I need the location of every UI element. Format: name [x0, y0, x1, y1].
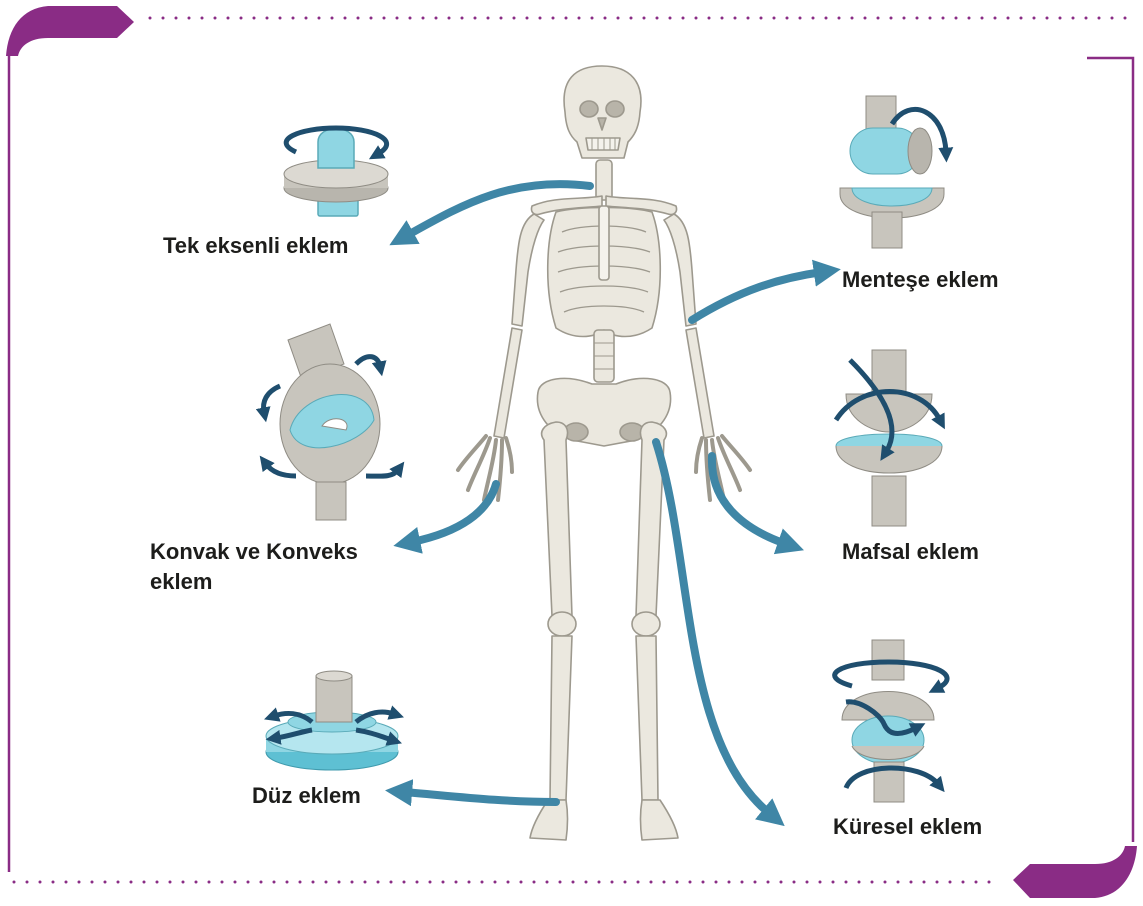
label-mentese-eklem: Menteşe eklem [842, 265, 999, 295]
label-mafsal-eklem: Mafsal eklem [842, 537, 979, 567]
frame-tab-top-left [6, 6, 134, 56]
foot-right [641, 800, 679, 840]
arrow-to-duz [404, 792, 556, 802]
forearm-left [494, 328, 522, 438]
frame-tab-bottom-right [1013, 846, 1137, 898]
arrow-to-kuresel [656, 442, 770, 814]
arrow-to-konvak [412, 484, 496, 542]
knee-left [548, 612, 576, 636]
pivot-joint-icon [284, 128, 388, 216]
hand-right [696, 436, 750, 500]
label-tek-eksenli-eklem: Tek eksenli eklem [163, 231, 349, 261]
forearm-right [686, 328, 714, 438]
ball-socket-joint-icon [835, 640, 947, 802]
label-konvak-line2: eklem [150, 567, 358, 597]
label-kuresel-eklem: Küresel eklem [833, 812, 982, 842]
page-frame [6, 6, 1137, 898]
femur-left [542, 422, 572, 616]
label-konvak-line1: Konvak ve Konveks [150, 537, 358, 567]
plane-joint-icon [266, 671, 398, 770]
saddle-joint-icon [264, 324, 398, 520]
hand-left [458, 436, 512, 500]
hinge-joint-icon [840, 96, 946, 248]
label-duz-eklem: Düz eklem [252, 781, 361, 811]
frame-line-right [1087, 58, 1133, 842]
label-konvak-konveks-eklem: Konvak ve Konveks eklem [150, 537, 358, 597]
eye-socket-left [580, 101, 598, 117]
tibia-right [636, 636, 658, 800]
knee-right [632, 612, 660, 636]
arrow-to-mentese [692, 272, 822, 320]
humerus-left [512, 214, 544, 326]
eye-socket-right [606, 101, 624, 117]
condyloid-joint-icon [836, 350, 942, 526]
tibia-left [550, 636, 572, 800]
human-skeleton-icon [458, 66, 750, 840]
humerus-right [664, 214, 696, 326]
foot-left [530, 800, 568, 840]
